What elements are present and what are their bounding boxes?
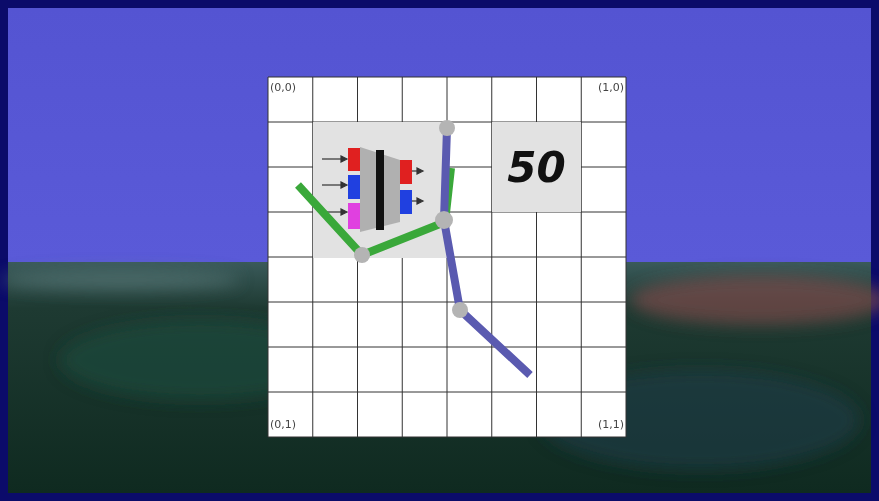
corner-coordinate: (1,0): [598, 81, 624, 94]
network-icon: [322, 147, 423, 232]
value-number: 50: [507, 143, 565, 192]
sky: [8, 8, 871, 264]
corner-coordinate: (1,1): [598, 418, 624, 431]
corner-coordinate: (0,0): [270, 81, 296, 94]
grid-background: [268, 77, 626, 437]
joints: [354, 120, 468, 318]
corner-coordinate: (0,1): [270, 418, 296, 431]
network-panel: [313, 122, 448, 258]
grid-lines: [268, 77, 626, 437]
value-box: 50: [492, 122, 581, 212]
